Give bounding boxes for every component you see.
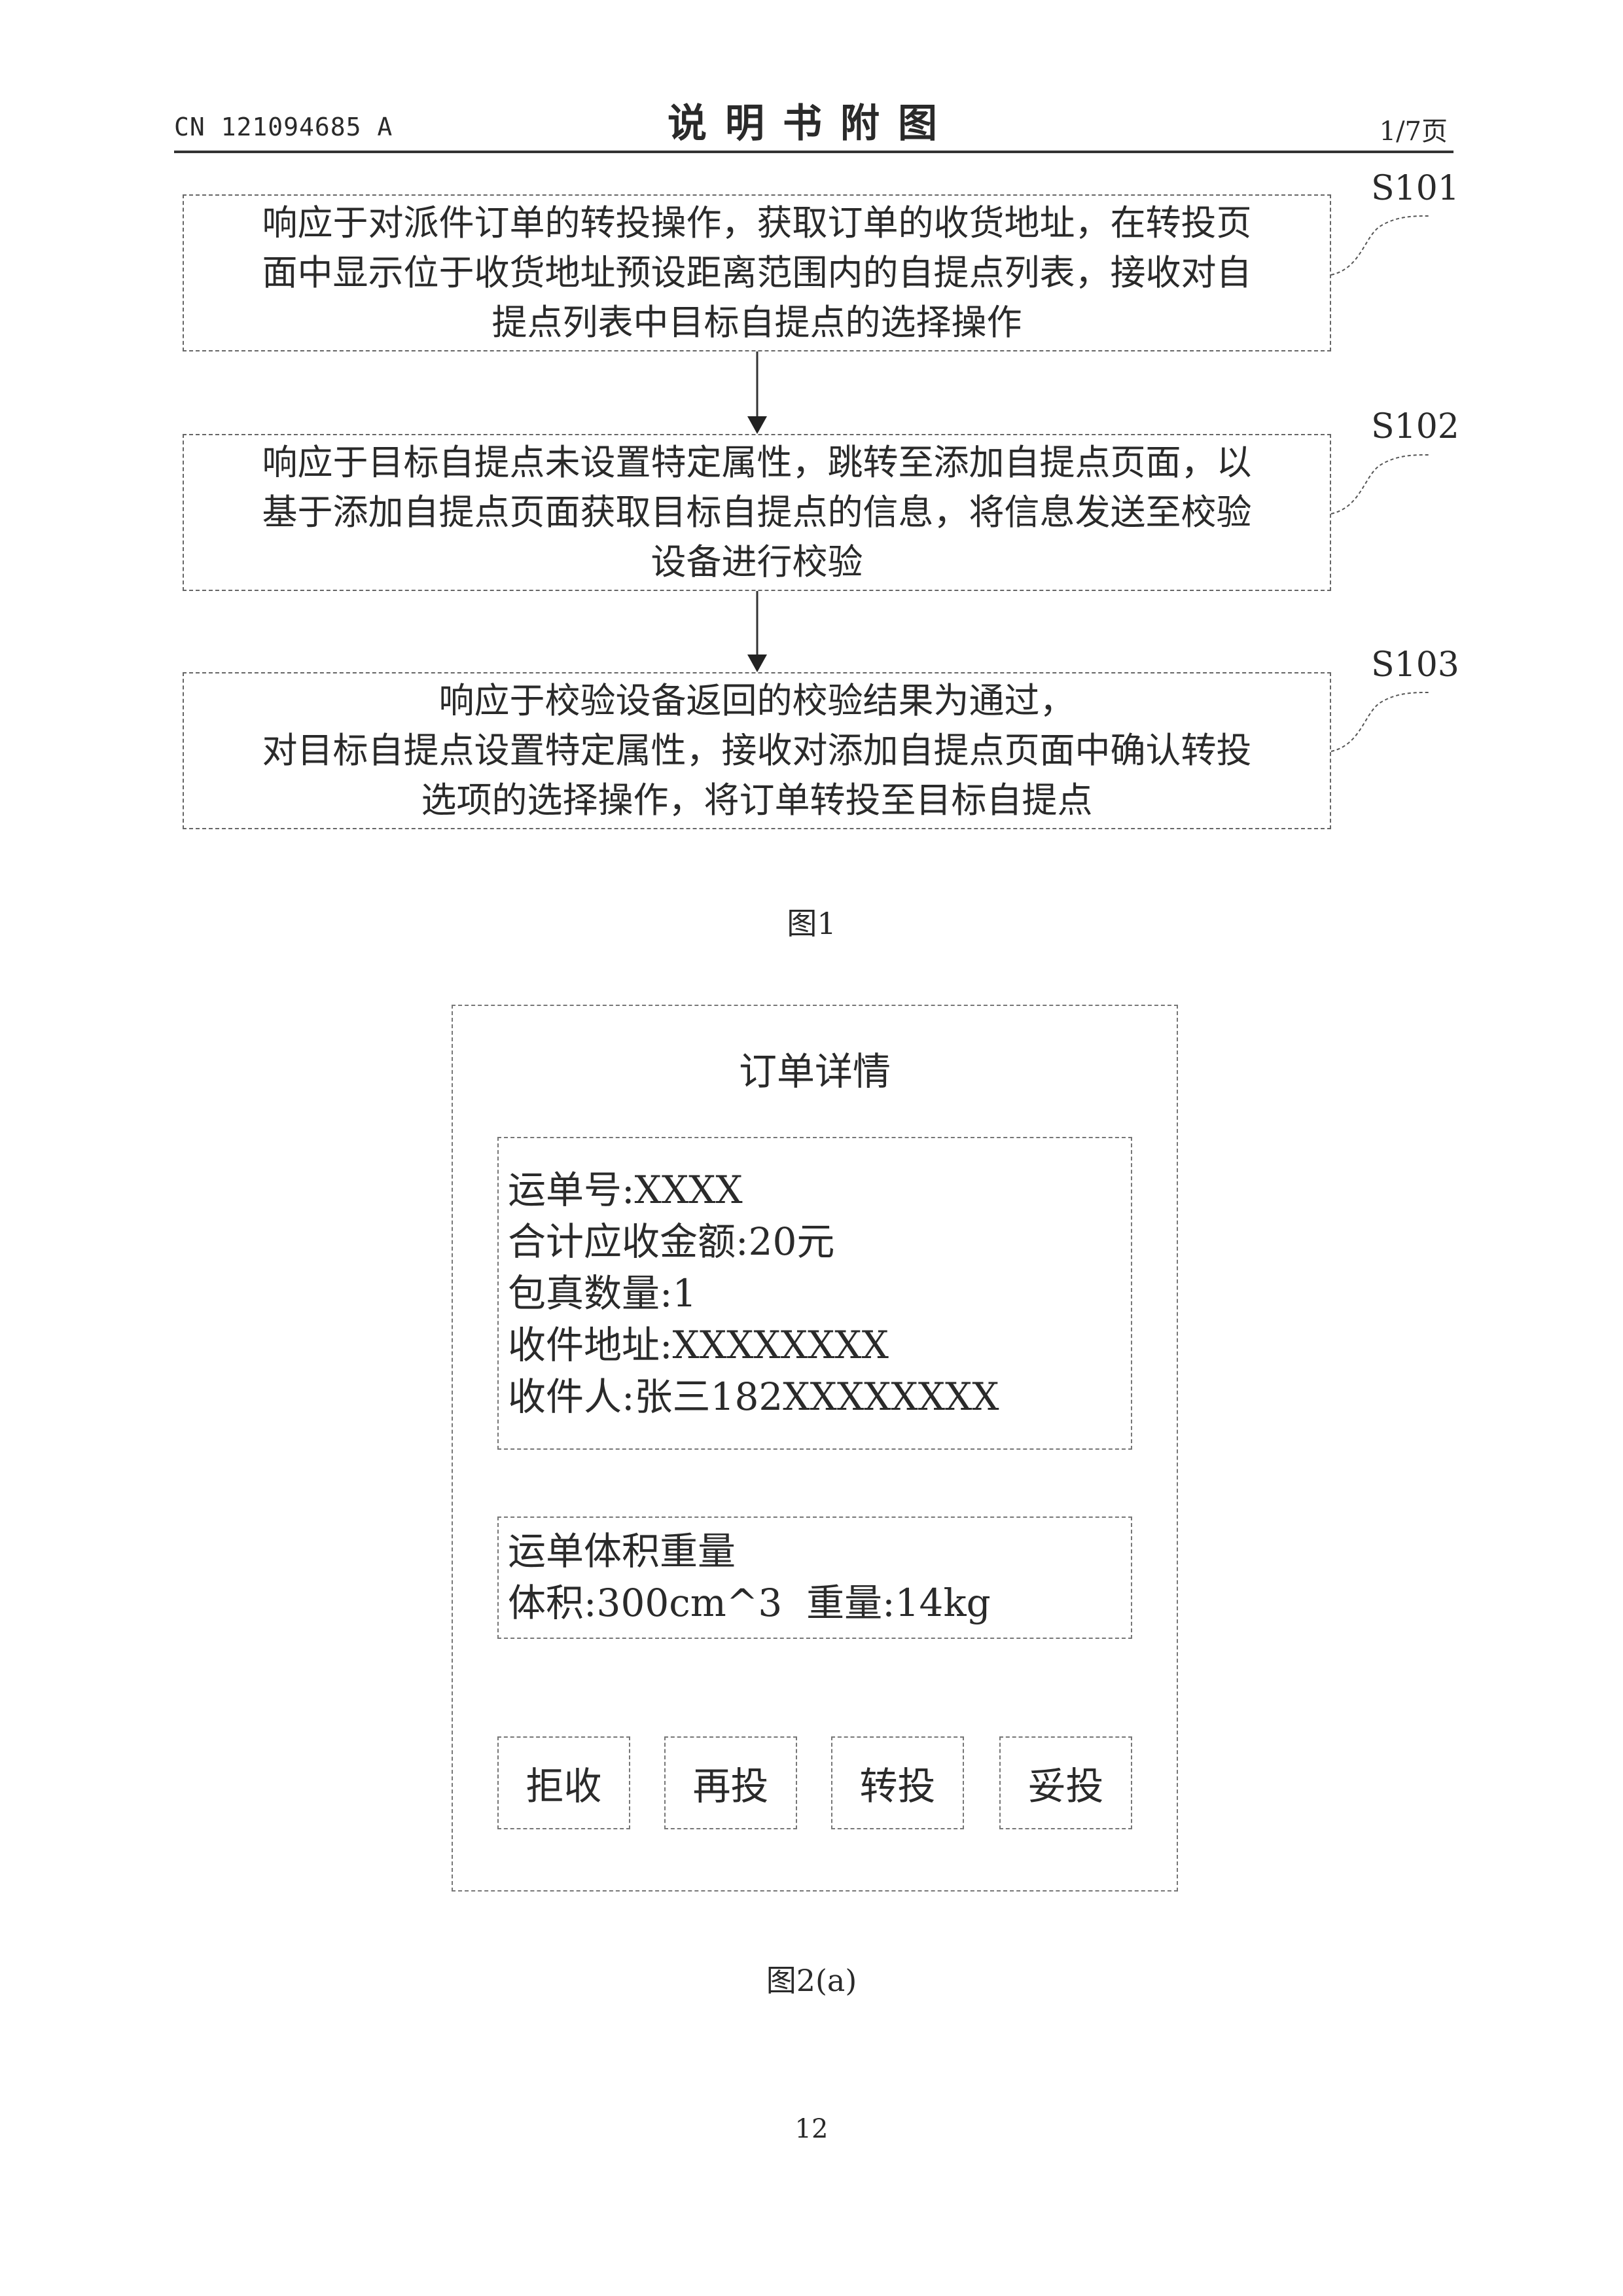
waybill-number: 运单号:XXXX xyxy=(508,1164,1131,1216)
package-count: 包真数量:1 xyxy=(508,1268,1131,1319)
arrowhead-icon xyxy=(747,416,767,434)
figure1-caption: 图1 xyxy=(0,900,1623,943)
redeliver-button[interactable]: 再投 xyxy=(664,1736,797,1829)
reject-button[interactable]: 拒收 xyxy=(497,1736,630,1829)
volume-weight-details: 体积:300cm^3 重量:14kg xyxy=(508,1577,1131,1629)
figure2-caption: 图2(a) xyxy=(0,1957,1623,2000)
arrowhead-icon xyxy=(747,655,767,672)
page-number: 12 xyxy=(0,2114,1623,2144)
recipient-address: 收件地址:XXXXXXXX xyxy=(508,1319,1131,1371)
leader-line-s103 xyxy=(1331,692,1430,751)
screen-title: 订单详情 xyxy=(452,1041,1178,1096)
delivered-button[interactable]: 妥投 xyxy=(999,1736,1132,1829)
transfer-button[interactable]: 转投 xyxy=(831,1736,964,1829)
flowchart-connectors xyxy=(0,0,1623,851)
volume-weight-heading: 运单体积重量 xyxy=(508,1526,1131,1577)
recipient-name-phone: 收件人:张三182XXXXXXXX xyxy=(508,1371,1131,1423)
volume-weight-panel: 运单体积重量 体积:300cm^3 重量:14kg xyxy=(497,1516,1132,1639)
order-info-panel: 运单号:XXXX 合计应收金额:20元 包真数量:1 收件地址:XXXXXXXX… xyxy=(497,1137,1132,1450)
leader-line-s101 xyxy=(1331,216,1430,275)
leader-line-s102 xyxy=(1331,455,1430,514)
total-amount: 合计应收金额:20元 xyxy=(508,1216,1131,1268)
